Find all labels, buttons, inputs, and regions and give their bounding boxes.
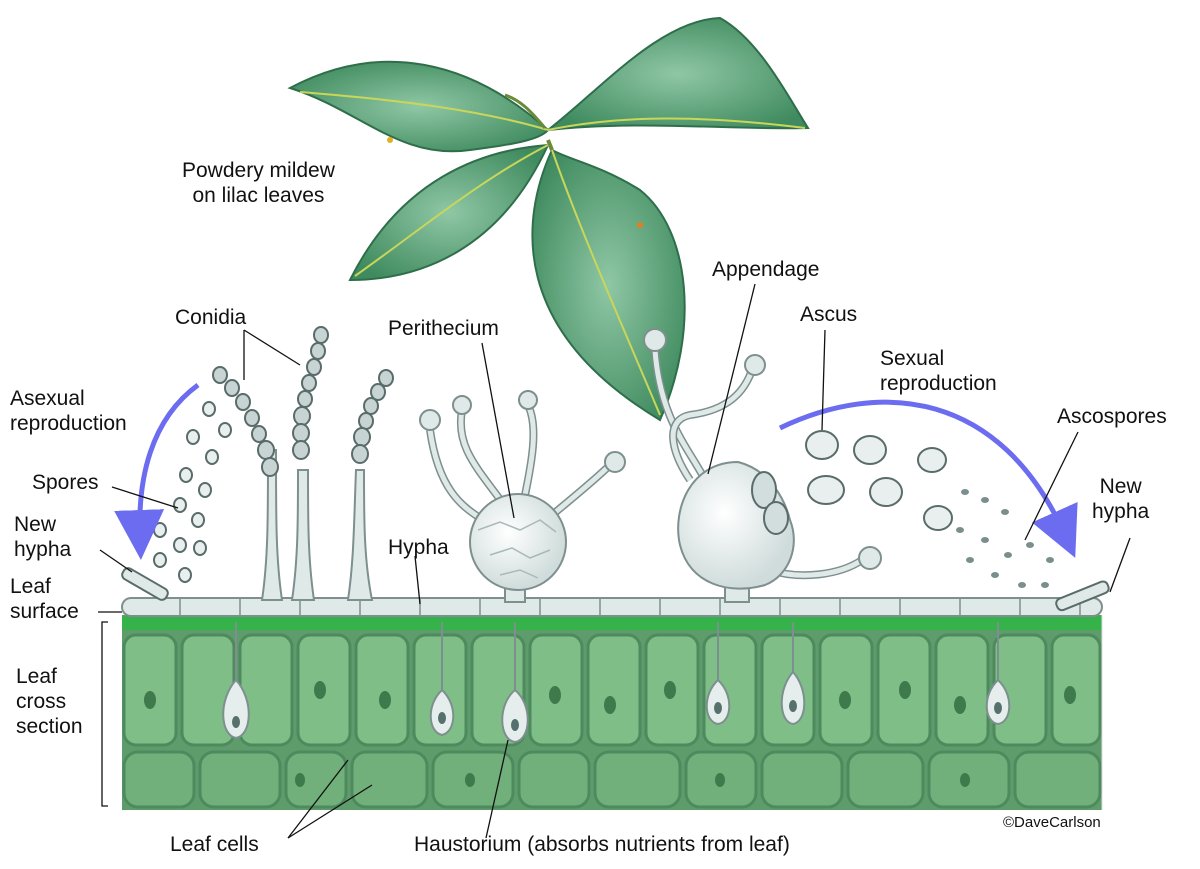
new-hypha-left-line2: hypha xyxy=(14,538,72,561)
ascospores xyxy=(956,489,1054,588)
conidia-chains xyxy=(212,326,394,477)
leaf-cross-section-line2: cross xyxy=(16,690,67,713)
new-hypha-right-label: New hypha xyxy=(1092,474,1149,524)
new-hypha-right xyxy=(1055,580,1110,612)
sexual-arrow xyxy=(778,399,1078,558)
new-hypha-right-line1: New xyxy=(1099,475,1142,498)
asexual-arrow xyxy=(114,382,200,560)
leaf-surface-label: Leaf surface xyxy=(10,574,79,624)
leaves-label-line2: on lilac leaves xyxy=(192,184,325,207)
new-hypha-left-label: New hypha xyxy=(14,512,71,562)
asexual-label-line1: Asexual xyxy=(10,387,85,410)
leaf-tissue xyxy=(122,615,1102,810)
appendage-label: Appendage xyxy=(712,258,820,281)
sexual-label-line1: Sexual xyxy=(880,347,945,370)
lilac-leaves xyxy=(287,16,810,422)
perithecium xyxy=(419,390,626,603)
new-hypha-right-line2: hypha xyxy=(1092,500,1150,523)
hypha-label: Hypha xyxy=(388,536,449,559)
spores xyxy=(153,401,232,583)
haustorium-label: Haustorium (absorbs nutrients from leaf) xyxy=(414,833,790,856)
leaf-surface-line2: surface xyxy=(10,600,79,623)
leaf-cross-section-line1: Leaf xyxy=(16,665,57,688)
credit-text: ©DaveCarlson xyxy=(1003,814,1101,831)
ascocarp xyxy=(643,328,882,603)
leaf-surface-line1: Leaf xyxy=(10,575,51,598)
surface-hypha xyxy=(121,597,1103,617)
conidia-label: Conidia xyxy=(175,306,247,329)
asexual-label-line2: reproduction xyxy=(10,412,127,435)
perithecium-label: Perithecium xyxy=(388,317,499,340)
leaf-cross-section-label: Leaf cross section xyxy=(16,664,83,739)
asci xyxy=(805,430,953,531)
new-hypha-left xyxy=(121,567,169,601)
haustoria xyxy=(222,622,1011,744)
sexual-label-line2: reproduction xyxy=(880,372,997,395)
ascus-label: Ascus xyxy=(800,303,858,326)
conidiophores xyxy=(260,449,374,601)
leaves-label-line1: Powdery mildew xyxy=(182,159,335,182)
leaf-cross-section-line3: section xyxy=(16,715,83,738)
leaf-cells-label: Leaf cells xyxy=(170,833,259,856)
leader-lines xyxy=(98,283,1131,839)
asexual-label: Asexual reproduction xyxy=(10,386,127,436)
leaves-label: Powdery mildew on lilac leaves xyxy=(182,158,335,208)
ascospores-label: Ascospores xyxy=(1057,405,1167,428)
sexual-label: Sexual reproduction xyxy=(880,346,997,396)
spores-label: Spores xyxy=(32,471,99,494)
new-hypha-left-line1: New xyxy=(14,513,57,536)
